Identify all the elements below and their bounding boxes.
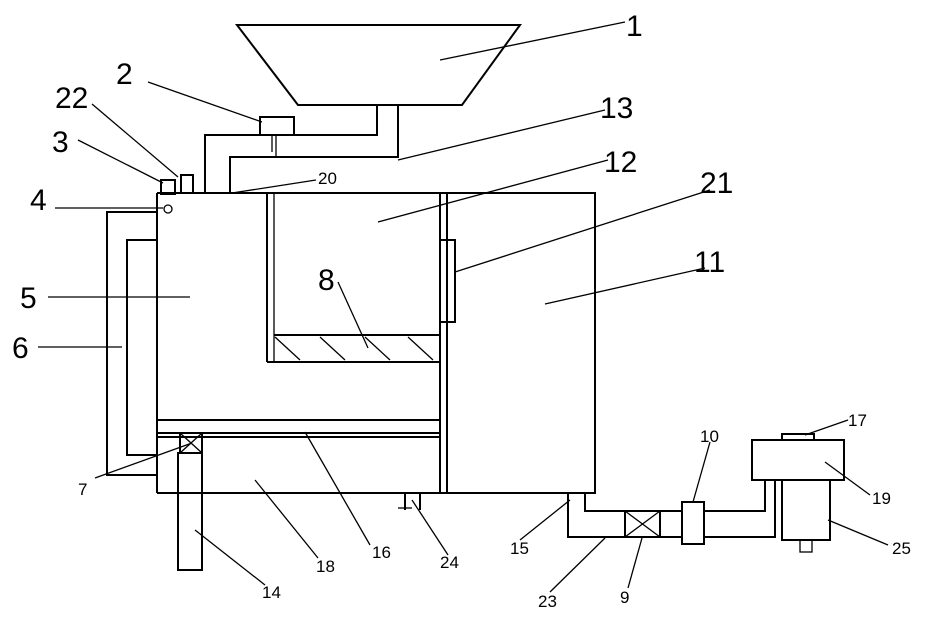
label-16: 16	[372, 543, 391, 562]
label-10: 10	[700, 427, 719, 446]
label-4: 4	[30, 184, 47, 217]
label-17: 17	[848, 411, 867, 430]
label-23: 23	[538, 592, 557, 611]
label-9: 9	[620, 588, 629, 607]
label-12: 12	[604, 146, 637, 179]
label-14: 14	[262, 583, 281, 602]
label-8: 8	[318, 264, 335, 297]
filter-mesh	[274, 336, 434, 361]
label-2: 2	[116, 58, 133, 91]
bottom-plate	[157, 432, 440, 438]
label-25: 25	[892, 539, 911, 558]
label-5: 5	[20, 282, 37, 315]
label-18: 18	[316, 557, 335, 576]
label-11: 11	[694, 246, 725, 279]
flow-meter	[681, 501, 705, 545]
drain-pipe	[177, 452, 203, 571]
inner-chamber	[266, 193, 440, 363]
feed-valve	[259, 116, 295, 156]
feed-pipe	[204, 105, 399, 193]
label-24: 24	[440, 553, 459, 572]
valve-9	[624, 510, 661, 538]
label-7: 7	[78, 480, 87, 499]
label-3: 3	[52, 126, 69, 159]
partition-wall	[439, 193, 456, 493]
leader-lines	[38, 21, 889, 593]
motor	[781, 479, 831, 553]
main-tank	[156, 192, 596, 494]
label-1: 1	[626, 10, 643, 43]
pump-head	[751, 433, 845, 481]
hopper	[234, 24, 522, 106]
side-pipe	[106, 211, 157, 476]
outlet-pipe	[567, 480, 776, 538]
label-22: 22	[55, 82, 88, 115]
label-13: 13	[600, 92, 633, 125]
bottom-outlet	[398, 493, 421, 510]
label-15: 15	[510, 539, 529, 558]
label-6: 6	[12, 332, 29, 365]
label-20: 20	[318, 169, 337, 188]
label-21: 21	[700, 167, 733, 200]
label-19: 19	[872, 489, 891, 508]
part-labels: 1 2 22 3 4 5 6 7 8 13 12 20 21 11 14 18 …	[12, 10, 911, 611]
